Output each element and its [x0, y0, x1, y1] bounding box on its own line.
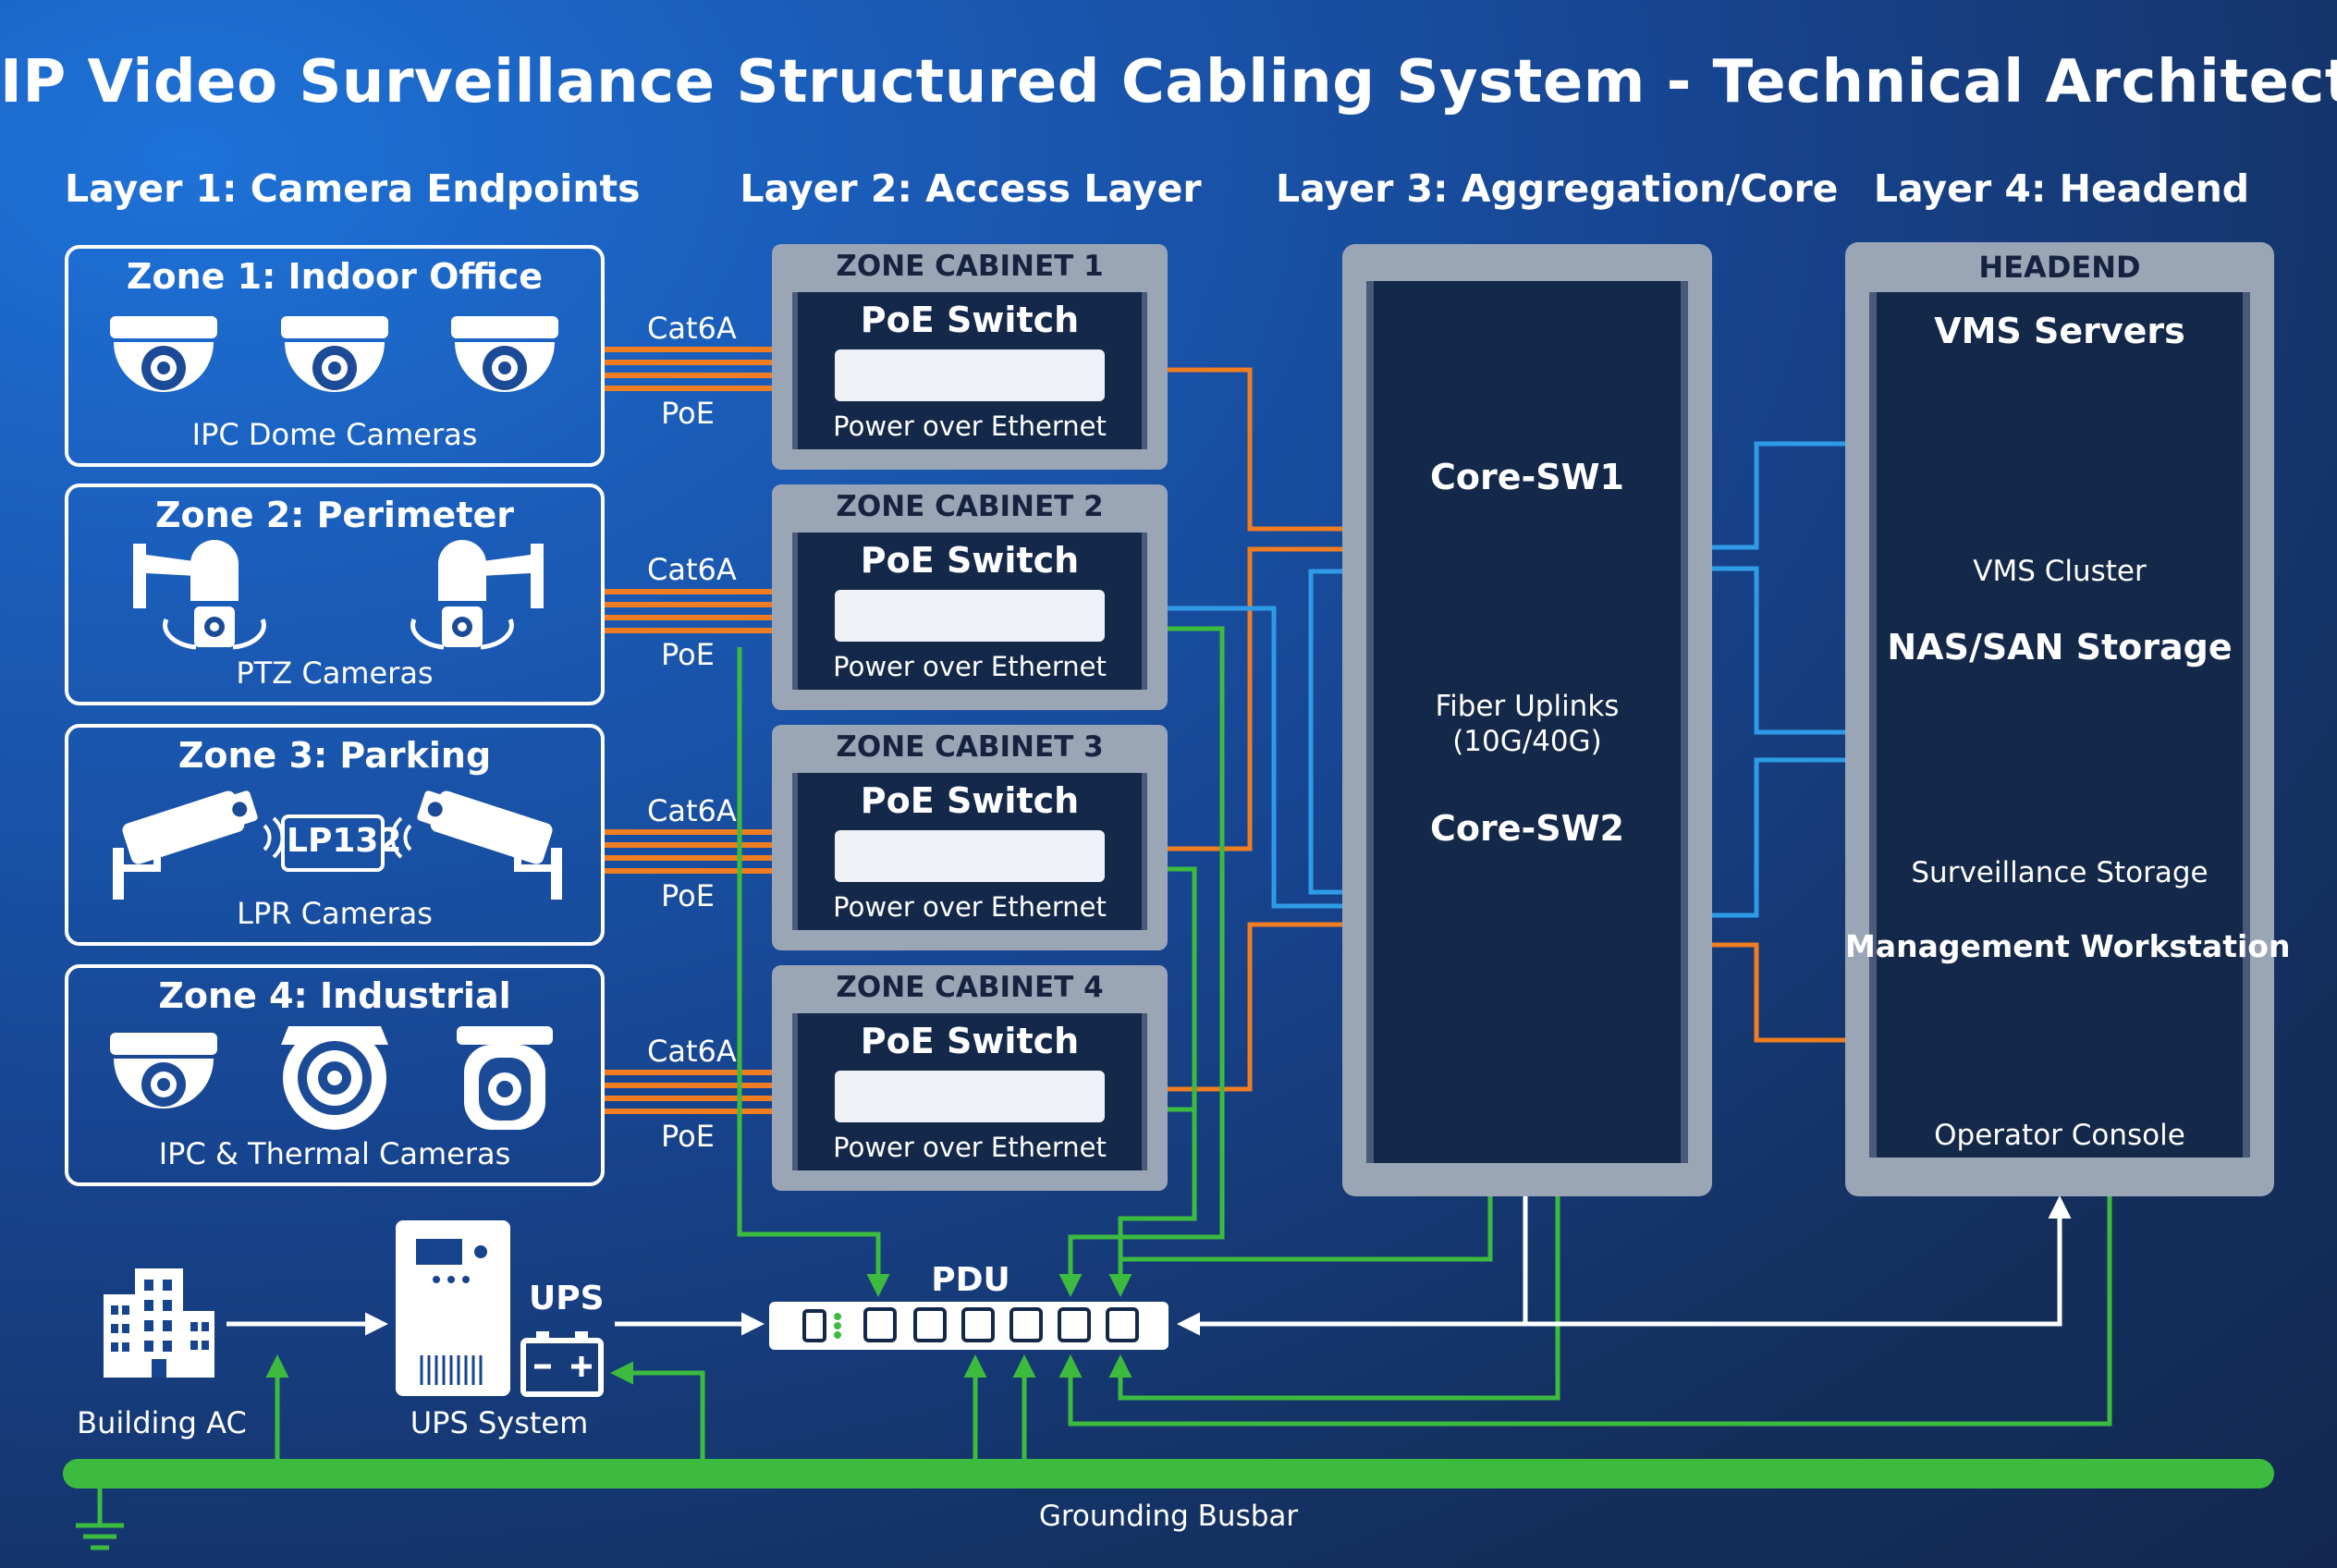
lpr-camera-icon	[390, 790, 562, 900]
building-ac-label: Building AC	[77, 1405, 247, 1440]
zone-cabinet-2: ZONE CABINET 2 PoE Switch Power over Eth…	[772, 484, 1168, 710]
layer-3-heading: Layer 3: Aggregation/Core	[1276, 166, 1839, 211]
core-sw1-label: Core-SW1	[1429, 457, 1624, 497]
layer-1-heading: Layer 1: Camera Endpoints	[65, 166, 641, 211]
cable-label-cat6a: Cat6A	[647, 793, 737, 828]
management-workstation-label: Management Workstation	[1845, 928, 2291, 964]
ptz-camera-icon	[133, 540, 266, 650]
poe-switch-1	[835, 349, 1105, 401]
ups-system-label: UPS System	[410, 1405, 589, 1440]
poe-switch-3-label: PoE Switch	[860, 780, 1080, 821]
pdu-label: PDU	[931, 1261, 1010, 1299]
ups-tower-icon	[396, 1220, 510, 1396]
zone-cabinet-3: ZONE CABINET 3 PoE Switch Power over Eth…	[772, 725, 1168, 950]
zone-1-title: Zone 1: Indoor Office	[126, 256, 544, 297]
cabinet-2-caption: Power over Ethernet	[833, 651, 1107, 682]
nas-san-label: NAS/SAN Storage	[1887, 627, 2233, 668]
cabinet-3-caption: Power over Ethernet	[833, 891, 1107, 923]
core-rack	[1342, 244, 1712, 1196]
building-icon	[104, 1268, 214, 1378]
cable-label-poe: PoE	[661, 637, 715, 672]
vms-servers-label: VMS Servers	[1934, 311, 2185, 351]
zone-4-panel: Zone 4: Industrial IPC & Thermal Cameras	[65, 964, 605, 1186]
surveillance-storage-caption: Surveillance Storage	[1911, 856, 2209, 889]
cabinet-2-title: ZONE CABINET 2	[836, 490, 1104, 523]
headend-rack: HEADEND	[1845, 242, 2274, 1196]
zone-4-caption: IPC & Thermal Cameras	[158, 1136, 511, 1171]
cable-label-cat6a: Cat6A	[647, 552, 737, 587]
cabinet-4-title: ZONE CABINET 4	[836, 971, 1104, 1004]
fiber-uplinks-label: Fiber Uplinks	[1435, 690, 1620, 723]
diagram-title: IP Video Surveillance Structured Cabling…	[0, 48, 2337, 116]
thermal-dome-camera-icon	[281, 1026, 388, 1130]
cabinet-4-caption: Power over Ethernet	[833, 1132, 1107, 1163]
layer-4-heading: Layer 4: Headend	[1873, 166, 2250, 211]
fiber-uplinks-speed: (10G/40G)	[1452, 725, 1602, 758]
zone-2-caption: PTZ Cameras	[236, 655, 434, 691]
cabinet-1-title: ZONE CABINET 1	[836, 250, 1104, 283]
zone-2-panel: Zone 2: Perimeter PTZ Cameras	[65, 484, 605, 705]
poe-switch-4-label: PoE Switch	[860, 1021, 1080, 1061]
ptz-camera-icon	[410, 540, 544, 650]
license-plate-icon	[281, 815, 385, 872]
battery-icon	[520, 1331, 604, 1397]
core-sw2-label: Core-SW2	[1429, 808, 1624, 849]
dome-camera-icon	[281, 316, 388, 392]
vms-cluster-caption: VMS Cluster	[1973, 555, 2147, 588]
zone-4-title: Zone 4: Industrial	[158, 975, 511, 1016]
poe-switch-4	[835, 1071, 1105, 1122]
dome-camera-icon	[110, 316, 217, 392]
zone-1-caption: IPC Dome Cameras	[191, 417, 478, 452]
zone-2-title: Zone 2: Perimeter	[154, 495, 514, 535]
poe-switch-3	[835, 830, 1105, 882]
grounding-busbar-label: Grounding Busbar	[1038, 1500, 1299, 1533]
cable-label-poe: PoE	[661, 396, 715, 431]
dome-camera-icon	[451, 316, 558, 392]
cable-label-cat6a: Cat6A	[647, 311, 737, 346]
zone-3-title: Zone 3: Parking	[177, 735, 492, 776]
zone-3-caption: LPR Cameras	[237, 896, 433, 931]
zone-1-panel: Zone 1: Indoor Office IPC Dome Cameras	[65, 245, 605, 467]
cabinet-1-caption: Power over Ethernet	[833, 410, 1107, 442]
lpr-camera-icon	[113, 790, 285, 900]
poe-switch-2-label: PoE Switch	[860, 540, 1080, 581]
zone-cabinet-4: ZONE CABINET 4 PoE Switch Power over Eth…	[772, 965, 1168, 1191]
headend-title: HEADEND	[1978, 250, 2141, 285]
layer-2-heading: Layer 2: Access Layer	[740, 166, 1202, 211]
ground-icon	[76, 1474, 124, 1550]
zone-3-panel: Zone 3: Parking LP132 LPR Cameras	[65, 724, 605, 946]
pdu-strip	[769, 1302, 1168, 1350]
poe-switch-1-label: PoE Switch	[860, 300, 1080, 340]
cable-label-cat6a: Cat6A	[647, 1034, 737, 1069]
cable-label-poe: PoE	[661, 878, 715, 913]
poe-switch-2	[835, 590, 1105, 642]
bullet-housing-camera-icon	[457, 1026, 553, 1130]
cable-label-poe: PoE	[661, 1119, 715, 1154]
license-plate-text: LP132	[287, 822, 402, 860]
grounding-busbar	[63, 1459, 2274, 1488]
zone-cabinet-1: ZONE CABINET 1 PoE Switch Power over Eth…	[772, 244, 1168, 470]
ups-label: UPS	[529, 1280, 605, 1317]
operator-console-caption: Operator Console	[1934, 1119, 2185, 1152]
dome-camera-icon	[110, 1033, 217, 1109]
cabinet-3-title: ZONE CABINET 3	[836, 730, 1104, 764]
